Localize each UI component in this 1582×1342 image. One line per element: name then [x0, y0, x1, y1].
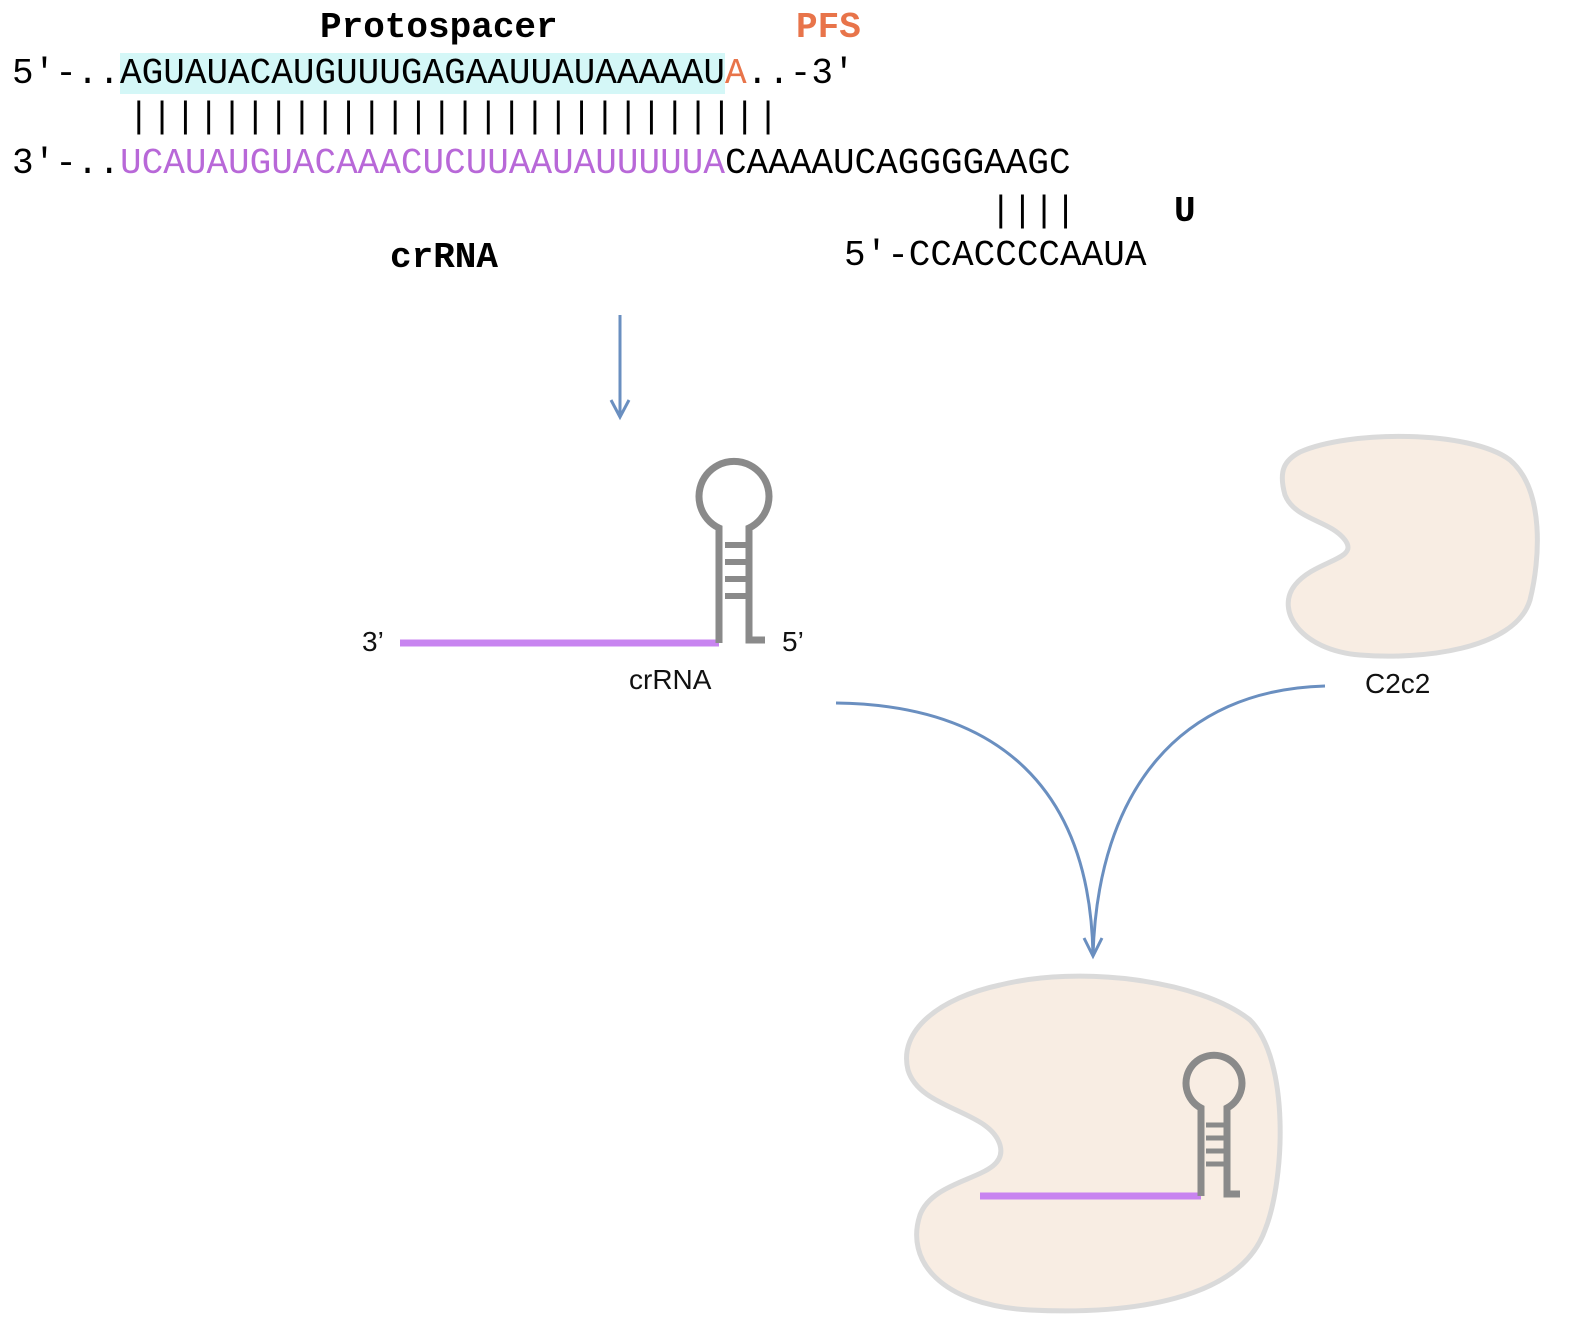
pfs-label: PFS: [796, 7, 861, 48]
hairpin-stem: [695, 457, 773, 644]
repeat-5prime-sequence: 5'-CCACCCCAAUA: [844, 235, 1147, 276]
repeat-pair-lines: ||||: [990, 191, 1077, 232]
crrna-sequence: 3'-..UCAUAUGUACAAACUCUUAAUAUUUUUACAAAAUC…: [12, 146, 1071, 182]
complex-crrna-hairpin: [980, 1051, 1246, 1200]
base-pair-lines: ||||||||||||||||||||||||||||: [128, 97, 781, 138]
c2c2-protein-shape: [1279, 433, 1540, 659]
protospacer-label: Protospacer: [320, 7, 558, 48]
protospacer-sequence: AGUAUACAUGUUUGAGAAUUAUAAAAAU: [120, 53, 725, 94]
complex-protein-shape: [904, 973, 1283, 1314]
curved-arrow-c2c2: [1091, 684, 1326, 956]
three-prime-label: 3’: [362, 626, 384, 657]
crrna-diagram-label: crRNA: [629, 664, 712, 695]
pfs-base: A: [724, 53, 747, 94]
target-3prime-suffix: ..-3': [746, 53, 855, 94]
arrowhead-merge: [1082, 937, 1104, 960]
loop-base: U: [1174, 191, 1196, 232]
target-sequence: 5'-..AGUAUACAUGUUUGAGAAUUAUAAAAAUA..-3': [12, 53, 855, 94]
five-prime-label: 5’: [782, 626, 804, 657]
curved-arrow-crrna: [835, 701, 1095, 956]
crrna-repeat-sequence: CAAAAUCAGGGGAAGC: [724, 143, 1071, 184]
crrna-hairpin-structure: [400, 457, 773, 647]
crrna-title: crRNA: [390, 237, 499, 278]
down-arrow: [609, 315, 631, 421]
hairpin-rungs: [725, 542, 752, 599]
c2c2-label: C2c2: [1365, 668, 1431, 699]
crrna-3prime-prefix: 3'-..: [12, 143, 121, 184]
target-5prime-prefix: 5'-..: [12, 53, 121, 94]
crrna-spacer-sequence: UCAUAUGUACAAACUCUUAAUAUUUUUA: [120, 143, 725, 184]
